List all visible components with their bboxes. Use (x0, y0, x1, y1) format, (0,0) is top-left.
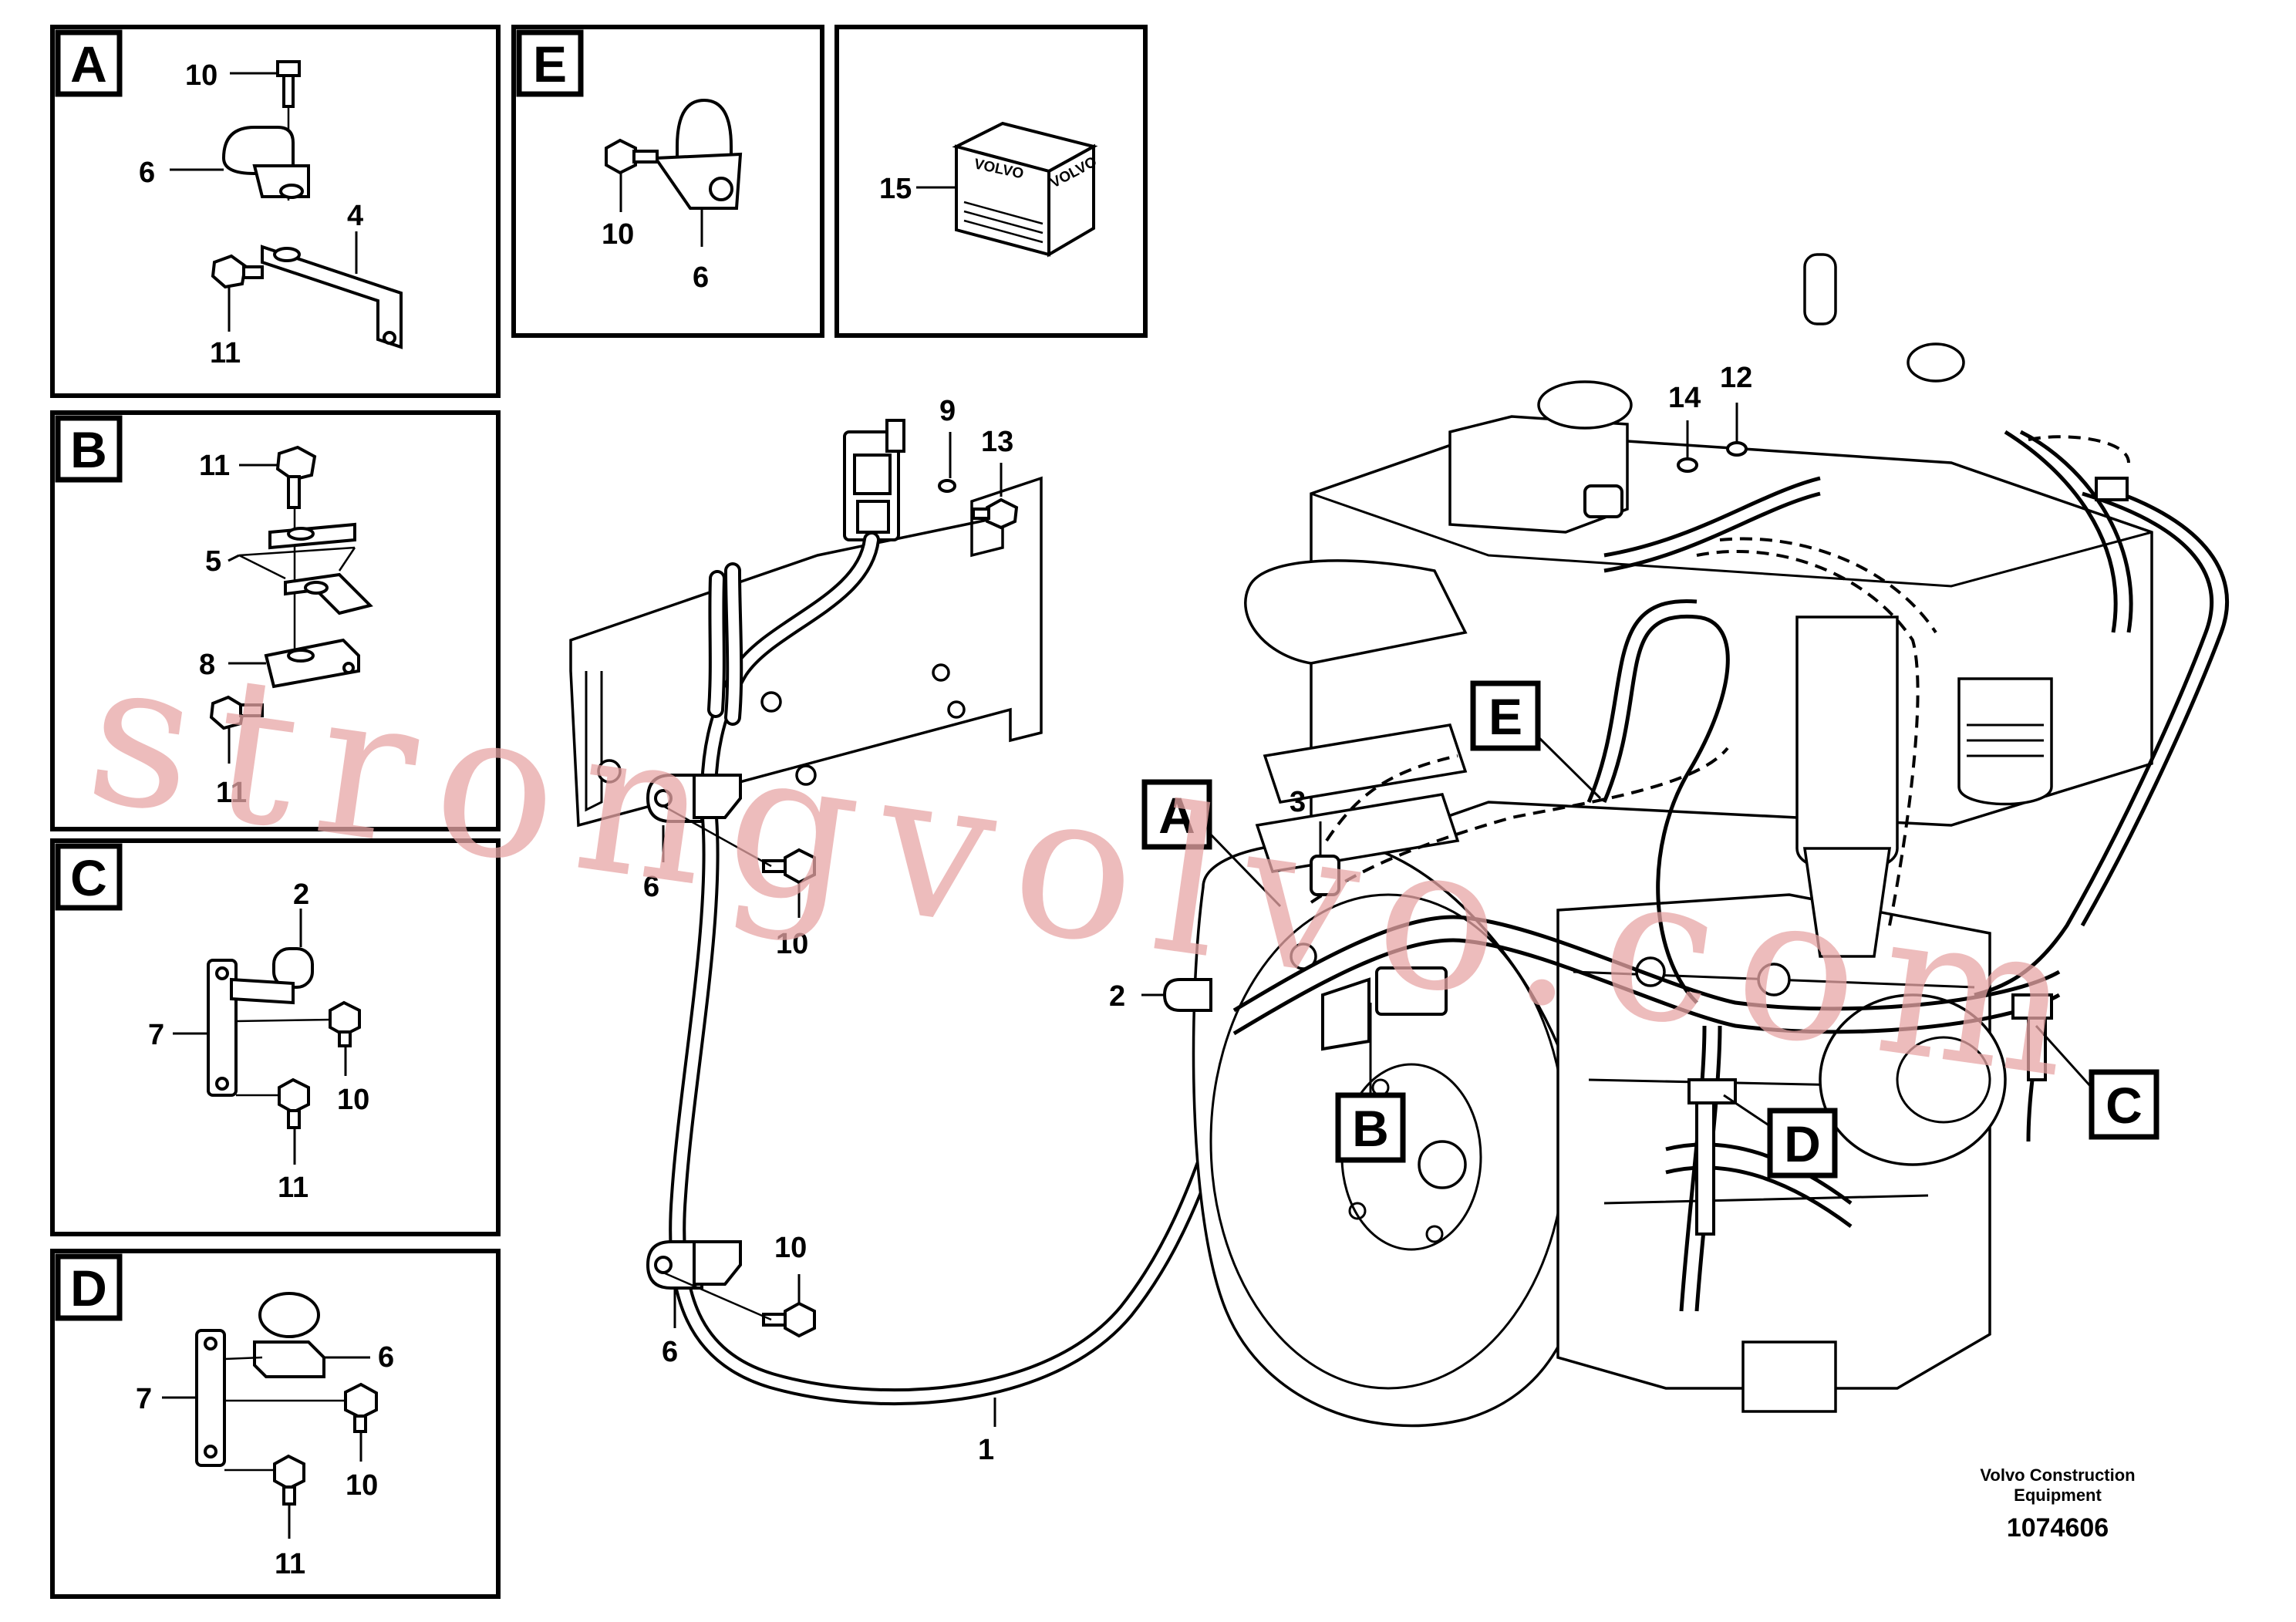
callout-c: C (2035, 1024, 2159, 1140)
part-number-10: 10 (185, 59, 217, 92)
part-15-panel: VOLVO VOLVO 15 (834, 25, 1148, 338)
callout-d: D (1723, 1094, 1838, 1179)
bolt-icon (275, 445, 317, 509)
part-number-1: 1 (978, 1434, 994, 1466)
bolt-icon (276, 60, 301, 108)
detail-tag-d: D (1784, 1115, 1821, 1172)
ecu-plate (569, 476, 1043, 828)
strap-icon (195, 1329, 226, 1467)
part-number-2: 2 (293, 878, 309, 911)
ecu-connector (843, 419, 905, 541)
part-number-6: 6 (693, 261, 709, 294)
strap-icon (207, 959, 238, 1097)
callout-b: B (1335, 1003, 1406, 1163)
part-number-14: 14 (1668, 382, 1701, 414)
part-number-2: 2 (1109, 980, 1125, 1013)
detail-panel-e: E 10 6 (511, 25, 824, 338)
part-number-10: 10 (346, 1469, 378, 1502)
bolt-icon (605, 138, 659, 175)
detail-panel-a: A 10 6 4 11 (50, 25, 501, 398)
detail-tag-e: E (533, 35, 567, 93)
part-number-6: 6 (139, 157, 155, 189)
part-number-11: 11 (210, 337, 241, 369)
plate-icon (268, 522, 356, 550)
part-number-10: 10 (776, 928, 808, 960)
bolt-icon (762, 1301, 816, 1338)
detail-tag-e: E (1489, 688, 1522, 745)
detail-tag-d: D (70, 1259, 107, 1317)
clamp-icon (221, 126, 310, 199)
detail-panel-b: B 11 5 8 11 (50, 410, 501, 831)
washer-icon (938, 479, 956, 493)
part-number-15: 15 (879, 173, 912, 205)
detail-panel-c: C 2 7 10 11 (50, 838, 501, 1236)
wiring-harness (669, 531, 1242, 1406)
part-number-12: 12 (1720, 362, 1752, 394)
bolt-icon (972, 497, 1019, 530)
clamp-icon (652, 98, 743, 210)
part-number-6: 6 (662, 1336, 678, 1368)
bolt-icon (273, 1454, 305, 1506)
part-number-4: 4 (347, 200, 363, 232)
company-line-2: Equipment (2014, 1485, 2102, 1505)
part-number-10: 10 (774, 1232, 807, 1264)
detail-tag-b: B (70, 421, 107, 478)
bolt-icon (211, 254, 264, 289)
part-number-7: 7 (148, 1019, 164, 1051)
callout-e: E (1470, 680, 1602, 800)
part-number-7: 7 (136, 1383, 152, 1415)
clamp-icon (230, 947, 314, 1005)
part-number-11: 11 (278, 1172, 308, 1204)
volvo-box-icon: VOLVO VOLVO (952, 121, 1100, 258)
detail-tag-a: A (1158, 787, 1195, 844)
part-number-10: 10 (337, 1084, 369, 1116)
part-number-9: 9 (939, 395, 956, 427)
bolt-icon (329, 1000, 361, 1047)
part-number-13: 13 (981, 426, 1013, 458)
part-number-8: 8 (199, 649, 215, 681)
bolt-icon (762, 848, 816, 885)
detail-panel-d: D 6 7 10 11 (50, 1249, 501, 1599)
bracket-icon (261, 244, 403, 349)
detail-tag-a: A (70, 35, 107, 93)
clamp-icon (253, 1292, 325, 1378)
callout-a: A (1141, 779, 1282, 908)
part-number-11: 11 (199, 450, 230, 482)
detail-tag-c: C (2106, 1077, 2143, 1134)
drawing-number: 1074606 (2007, 1513, 2109, 1543)
harness-clamp (646, 1240, 742, 1290)
part-number-6: 6 (643, 871, 659, 903)
bolt-icon (209, 695, 264, 730)
part-number-5: 5 (205, 545, 221, 578)
part-number-3: 3 (1290, 786, 1306, 818)
detail-tag-c: C (70, 849, 107, 906)
part-number-11: 11 (275, 1548, 305, 1580)
footer: Volvo Construction Equipment 1074606 (1980, 1465, 2135, 1543)
detail-tag-b: B (1352, 1100, 1389, 1157)
company-line-1: Volvo Construction (1980, 1465, 2135, 1485)
clip-icon (284, 572, 373, 615)
part-number-10: 10 (602, 218, 634, 251)
bolt-icon (278, 1077, 310, 1129)
part-number-6: 6 (378, 1341, 394, 1374)
harness-clamp (646, 774, 742, 823)
part-number-11: 11 (216, 777, 247, 809)
bracket-icon (264, 638, 360, 689)
